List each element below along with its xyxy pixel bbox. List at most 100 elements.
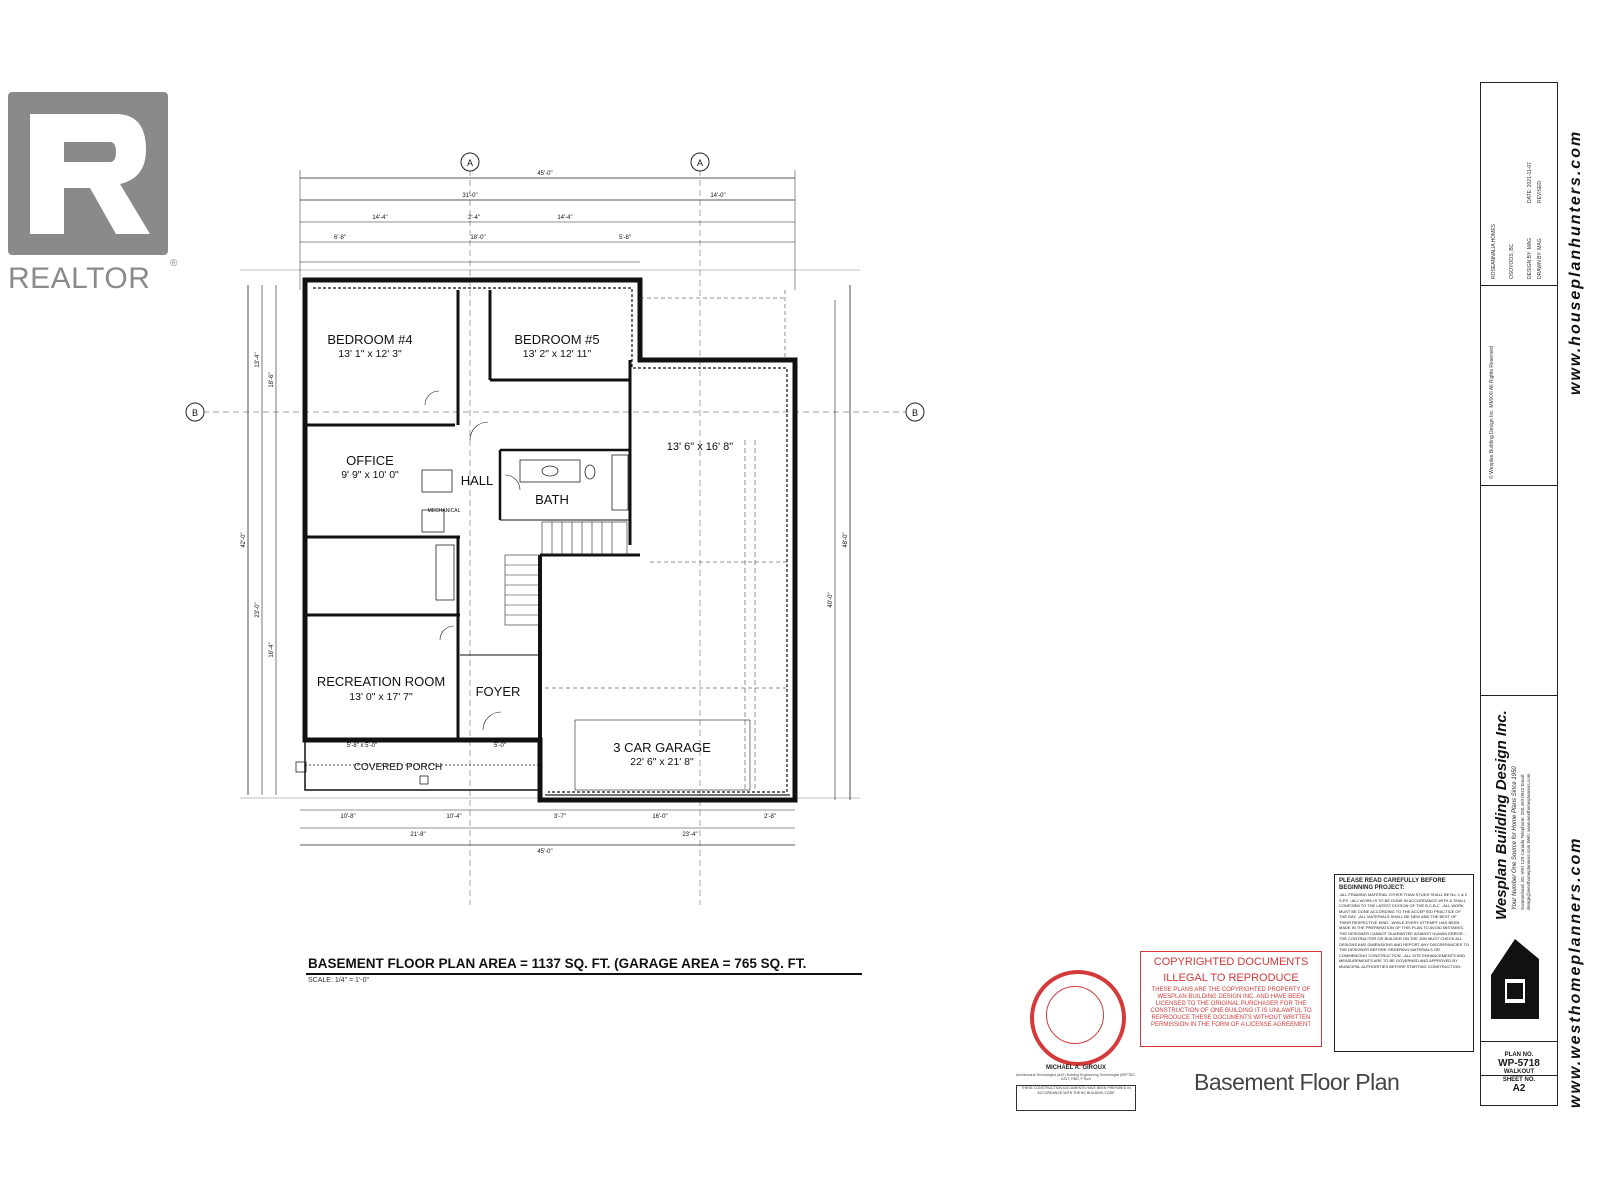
dim-top-c: 14'-4" (557, 215, 572, 221)
dim-bottom-e: 2'-8" (764, 814, 776, 820)
plan-scale: SCALE: 1/4" = 1'-0" (308, 977, 369, 984)
plan-title-underline (306, 973, 862, 975)
room-dims-garage: 22' 6" x 21' 8" (630, 756, 694, 768)
section-markers: A A B B (185, 152, 925, 422)
stairs (504, 521, 628, 626)
svg-text:B: B (192, 408, 198, 418)
copyright-line: © Wesplan Building Design Inc. MMXXI All… (1489, 346, 1495, 479)
room-name-office: OFFICE (346, 453, 394, 468)
toilet (584, 464, 596, 480)
svg-text:B: B (912, 408, 918, 418)
room-dims-bedroom-5: 13' 2" x 12' 11" (523, 348, 592, 360)
section-marker-right: B (905, 402, 925, 422)
copyright-notice: COPYRIGHTED DOCUMENTS ILLEGAL TO REPRODU… (1140, 951, 1322, 1047)
dim-right-overall: 48'-0" (843, 532, 849, 547)
room-dims-recreation: 13' 0" x 17' 7" (349, 691, 413, 703)
dim-bottom-left: 21'-8" (410, 832, 425, 838)
registered-mark: ® (170, 258, 178, 269)
water-tank (421, 509, 445, 533)
plan-no: WP-5718 (1498, 1058, 1540, 1069)
room-dims-bedroom-4: 13' 1" x 12' 3" (338, 348, 402, 360)
client-location: OSOYOOS, BC (1509, 243, 1515, 279)
vanity (519, 459, 581, 483)
dim-right-a: 40'-0" (828, 592, 834, 607)
floor-plan-drawing: A A B B 45'-0" 31'-0" 14'-0" 14'-4" 2'-4… (185, 152, 925, 905)
plan-title: BASEMENT FLOOR PLAN AREA = 1137 SQ. FT. … (308, 956, 807, 971)
room-name-bedroom-5: BEDROOM #5 (514, 332, 599, 347)
construction-notes: PLEASE READ CAREFULLY BEFORE BEGINNING P… (1334, 874, 1474, 1052)
realtor-logo (8, 92, 168, 255)
room-name-hall: HALL (461, 473, 494, 488)
notes-heading: PLEASE READ CAREFULLY BEFORE BEGINNING P… (1339, 878, 1446, 891)
dim-left-overall: 42'-0" (241, 532, 247, 547)
section-marker-top-right: A (690, 152, 710, 172)
client-name: ROSEANNALIA HOMES (1491, 223, 1497, 279)
signer-name: MICHAEL A. GIROUX (1045, 1065, 1106, 1071)
dim-overall-top: 45'-0" (537, 171, 552, 177)
company-name: Wesplan Building Design Inc. (1493, 710, 1510, 920)
dim-left-c: 18'-6" (269, 372, 275, 387)
dim-top-b: 2'-4" (468, 215, 480, 221)
dim-bottom-right: 23'-4" (682, 832, 697, 838)
room-name-bath: BATH (535, 492, 569, 507)
dim-bottom-d: 16'-0" (652, 814, 667, 820)
section-marker-top-left: A (460, 152, 480, 172)
plan-number-block: PLAN NO. WP-5718 WALKOUT SHEET NO. A2 (1480, 1052, 1558, 1094)
dim-bottom-c: 3'-7" (554, 814, 566, 820)
fixtures (295, 290, 790, 796)
drawn-by: DRAWN BY: MAG (1537, 238, 1543, 279)
room-name-mechanical: MECHANICAL (428, 508, 461, 514)
realtor-wordmark: REALTOR (8, 262, 151, 295)
dim-top-f: 5'-8" (619, 235, 631, 241)
dim-top-right: 14'-0" (710, 193, 725, 199)
dim-left-b: 23'-0" (255, 602, 261, 617)
plan-no-label: PLAN NO. (1504, 1052, 1534, 1058)
company-contact: Summerland, BC V0H 1Z0 Canada Telephone:… (1520, 773, 1531, 910)
sheet-caption: Basement Floor Plan (1194, 1069, 1400, 1095)
issue-date: DATE: 2021-11-07 (1527, 162, 1533, 203)
section-marker-left: B (185, 402, 205, 422)
dim-bottom-a: 10'-8" (340, 814, 355, 820)
website-url-bottom[interactable]: www.westhomeplanners.com (1567, 836, 1584, 1108)
copyright-heading-1: COPYRIGHTED DOCUMENTS (1153, 956, 1309, 968)
wesplan-logo-mark (1491, 939, 1539, 1019)
furnace (421, 469, 453, 493)
shelving (435, 544, 455, 601)
svg-text:A: A (467, 158, 473, 168)
plan-type: WALKOUT (1503, 1069, 1535, 1075)
title-block: ROSEANNALIA HOMES OSOYOOS, BC DESIGN BY:… (1480, 82, 1558, 1106)
room-name-porch: COVERED PORCH (354, 762, 442, 773)
room-name-garage: 3 CAR GARAGE (613, 740, 711, 755)
svg-text:A: A (697, 158, 703, 168)
seal-note: THESE CONSTRUCTION DOCUMENTS HAVE BEEN P… (1021, 1086, 1131, 1095)
dim-left-d: 16'-4" (269, 642, 275, 657)
wesplan-logo (1487, 919, 1543, 1029)
tub (611, 454, 629, 511)
walls (302, 277, 798, 803)
professional-seal-stamp (1030, 970, 1126, 1066)
professional-seal-inner (1046, 986, 1104, 1044)
website-url-top[interactable]: www.houseplanhunters.com (1567, 129, 1584, 395)
company-tagline: Your Number One Source for Home Plans Si… (1512, 766, 1518, 910)
room-name-bedroom-4: BEDROOM #4 (327, 332, 412, 347)
seal-note-box: THESE CONSTRUCTION DOCUMENTS HAVE BEEN P… (1016, 1085, 1136, 1111)
realtor-r-mark (30, 114, 150, 234)
dim-left-a: 13'-4" (255, 352, 261, 367)
dim-top-e: 18'-0" (470, 235, 485, 241)
dim-top-d: 6'-8" (334, 235, 346, 241)
revised-date: REVISED: (1537, 179, 1543, 203)
room-name-foyer: FOYER (476, 684, 521, 699)
dim-bottom-b: 10'-4" (446, 814, 461, 820)
dim-porch-size: 5'-8" x 5'-0" (347, 743, 377, 749)
room-dims-office: 9' 9" x 10' 0" (341, 469, 399, 481)
dim-top-a: 14'-4" (372, 215, 387, 221)
room-name-recreation: RECREATION ROOM (317, 674, 445, 689)
dim-top-left: 31'-0" (462, 193, 477, 199)
room-labels: BEDROOM #4 13' 1" x 12' 3" BEDROOM #5 13… (317, 332, 733, 773)
signer-title: Architectural Technologist (AAT) Buildin… (1015, 1073, 1137, 1081)
dim-porch: 5'-0" (494, 743, 506, 749)
notes-body: -ALL FRAMING MATERIAL OTHER THAN STUDS S… (1339, 892, 1469, 969)
sheet-no-label: SHEET NO. (1502, 1077, 1536, 1083)
design-by: DESIGN BY: MAG (1527, 237, 1533, 279)
copyright-heading-2: ILLEGAL TO REPRODUCE (1163, 972, 1299, 984)
